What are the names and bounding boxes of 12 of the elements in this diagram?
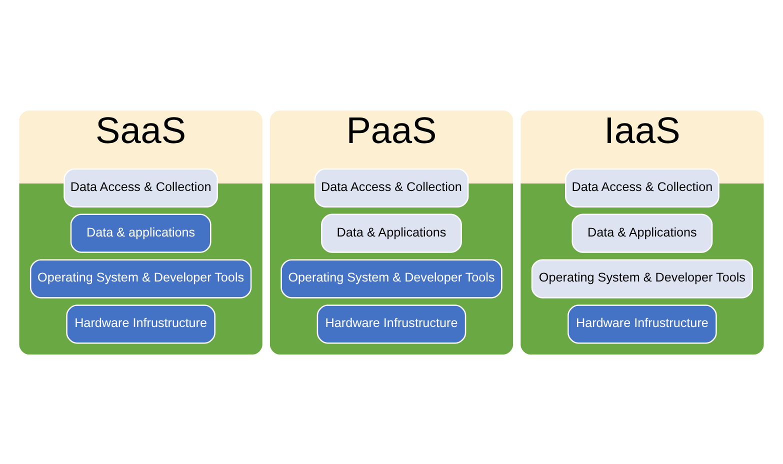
node-box: Data Access & Collection [565,168,720,207]
node-box: Data & applications [70,213,212,252]
node-box: Operating System & Developer Tools [280,258,502,298]
node-box: Operating System & Developer Tools [531,258,754,298]
node-box: Data & Applications [572,213,713,252]
node-box: Hardware Infrustructure [316,304,466,344]
node-box: Data & Applications [321,213,462,252]
node-box: Operating System & Developer Tools [30,258,252,298]
node-box: Hardware Infrustructure [66,304,216,344]
node-box: Data Access & Collection [64,168,218,207]
node-box: Hardware Infrustructure [568,304,717,344]
node-box: Data Access & Collection [314,168,469,207]
